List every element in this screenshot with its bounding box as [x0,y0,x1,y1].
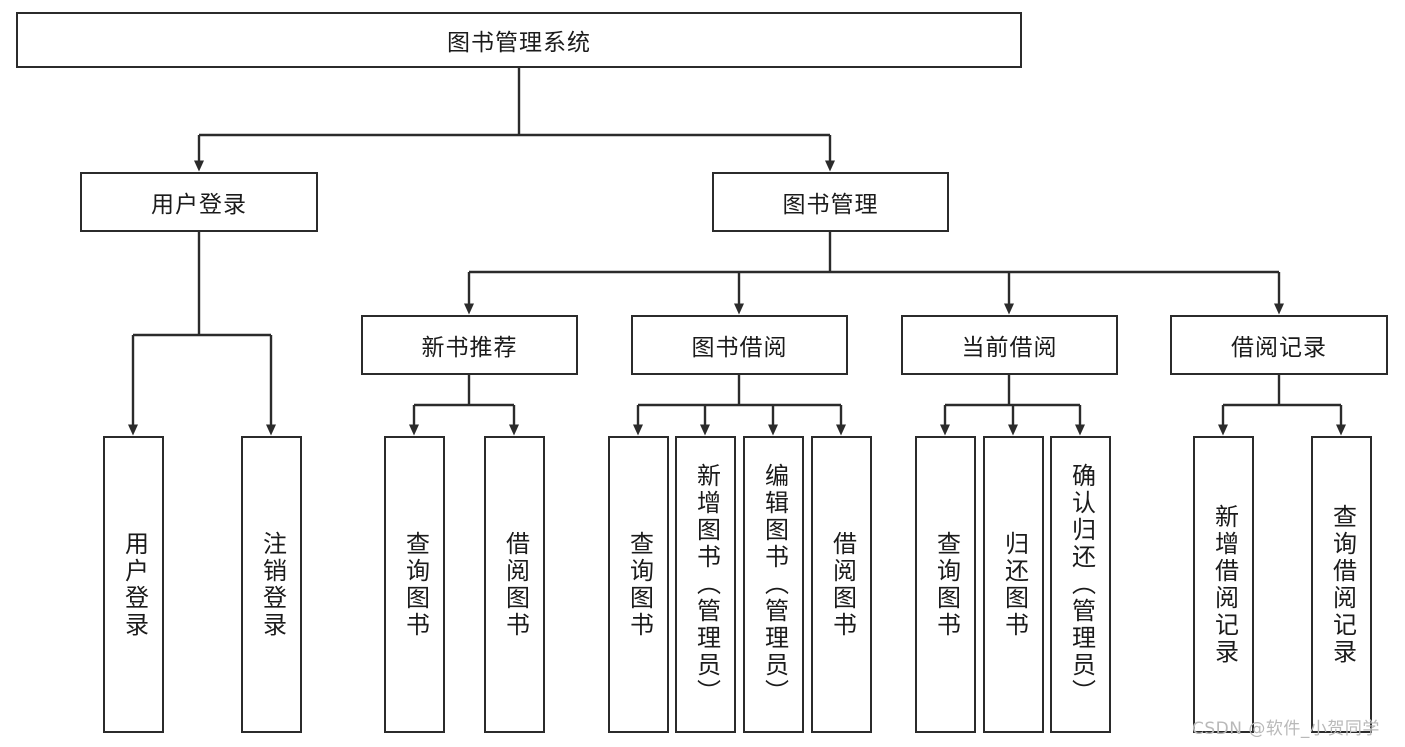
node-label: 用户登录 [151,192,247,218]
leaf-label: 借阅图书 [828,530,857,639]
leaf-borrow-borrow-book[interactable]: 借阅图书 [811,436,872,733]
leaf-record-add[interactable]: 新增借阅记录 [1193,436,1254,733]
leaf-borrow-edit-book-admin[interactable]: 编辑图书（管理员） [743,436,804,733]
node-user-login[interactable]: 用户登录 [80,172,318,232]
leaf-new-book-query[interactable]: 查询图书 [384,436,445,733]
leaf-record-query[interactable]: 查询借阅记录 [1311,436,1372,733]
leaf-borrow-add-book-admin[interactable]: 新增图书（管理员） [675,436,736,733]
leaf-label: 归还图书 [1000,530,1029,639]
leaf-new-book-borrow[interactable]: 借阅图书 [484,436,545,733]
leaf-label: 查询图书 [932,530,961,639]
node-root-system[interactable]: 图书管理系统 [16,12,1022,68]
leaf-label: 注销登录 [258,530,287,639]
leaf-current-confirm-return-admin[interactable]: 确认归还（管理员） [1050,436,1111,733]
leaf-label: 用户登录 [120,530,149,639]
leaf-user-login-logout[interactable]: 注销登录 [241,436,302,733]
node-label: 借阅记录 [1231,335,1327,361]
leaf-label: 新增借阅记录 [1210,503,1239,666]
node-borrow-record[interactable]: 借阅记录 [1170,315,1388,375]
leaf-user-login-login[interactable]: 用户登录 [103,436,164,733]
leaf-label: 新增图书（管理员） [692,463,721,706]
node-current-borrow[interactable]: 当前借阅 [901,315,1118,375]
node-book-borrow[interactable]: 图书借阅 [631,315,848,375]
node-label: 图书管理系统 [447,30,591,56]
node-book-management[interactable]: 图书管理 [712,172,949,232]
node-label: 图书借阅 [691,335,788,361]
leaf-label: 查询图书 [625,530,654,639]
leaf-current-query-book[interactable]: 查询图书 [915,436,976,733]
leaf-label: 查询图书 [401,530,430,639]
node-label: 图书管理 [782,192,879,218]
leaf-label: 确认归还（管理员） [1067,463,1096,706]
leaf-label: 借阅图书 [501,530,530,639]
leaf-borrow-query-book[interactable]: 查询图书 [608,436,669,733]
leaf-label: 编辑图书（管理员） [760,463,789,706]
leaf-label: 查询借阅记录 [1328,503,1357,666]
leaf-current-return-book[interactable]: 归还图书 [983,436,1044,733]
node-new-book-recommend[interactable]: 新书推荐 [361,315,578,375]
watermark: CSDN @软件_小贺同学 [1192,719,1380,739]
node-label: 当前借阅 [961,335,1058,361]
node-label: 新书推荐 [421,335,518,361]
